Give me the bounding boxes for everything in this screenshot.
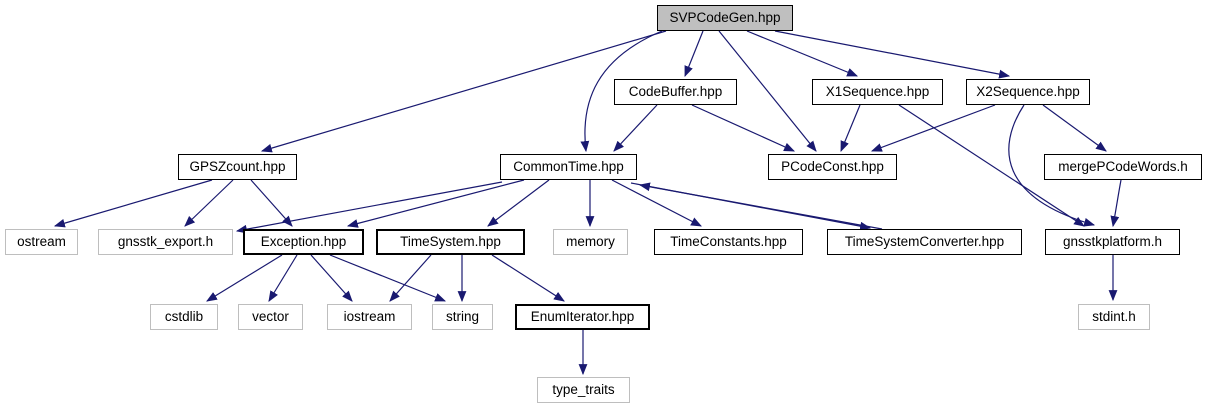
node-gnsstkplatform[interactable]: gnsstkplatform.h — [1045, 229, 1180, 255]
node-gnsstk_export: gnsstk_export.h — [98, 229, 233, 255]
node-ostream: ostream — [5, 229, 78, 255]
edge-svpcodegen-codebuffer — [684, 30, 704, 78]
node-mergepcodewords[interactable]: mergePCodeWords.h — [1044, 154, 1202, 180]
edge-commontime-exception — [346, 179, 525, 228]
node-timeconstants[interactable]: TimeConstants.hpp — [654, 229, 803, 255]
edge-svpcodegen-x2sequence — [774, 30, 1011, 79]
node-x1sequence[interactable]: X1Sequence.hpp — [812, 79, 943, 105]
node-string: string — [432, 304, 493, 330]
node-iostream: iostream — [327, 304, 412, 330]
edge-commontime-gnsstk_export — [235, 181, 503, 234]
edge-commontime-timeconstants — [611, 179, 702, 227]
edge-x2sequence-gnsstkplatform — [1008, 104, 1096, 227]
edge-gpszcount-ostream — [53, 179, 213, 228]
edge-gpszcount-exception — [250, 179, 293, 227]
node-timesystemconverter[interactable]: TimeSystemConverter.hpp — [827, 229, 1022, 255]
node-timesystem[interactable]: TimeSystem.hpp — [376, 229, 525, 255]
edge-timesystem-iostream — [389, 254, 432, 302]
edge-exception-vector — [268, 254, 298, 302]
node-stdint: stdint.h — [1078, 304, 1150, 330]
edge-svpcodegen-gpszcount — [260, 30, 667, 153]
edge-svpcodegen-commontime — [580, 30, 663, 153]
node-codebuffer[interactable]: CodeBuffer.hpp — [614, 79, 737, 105]
edge-x1sequence-pcodeconst — [840, 104, 861, 153]
edge-x1sequence-gnsstkplatform — [898, 104, 1085, 227]
edge-exception-cstdlib — [206, 254, 283, 302]
node-memory: memory — [553, 229, 628, 255]
edge-gpszcount-gnsstk_export — [184, 179, 234, 227]
edge-codebuffer-pcodeconst — [691, 104, 796, 152]
node-cstdlib: cstdlib — [150, 304, 218, 330]
edge-exception-string — [329, 254, 447, 302]
edge-x2sequence-mergepcodewords — [1042, 104, 1107, 152]
node-x2sequence[interactable]: X2Sequence.hpp — [966, 79, 1090, 105]
edge-mergepcodewords-gnsstkplatform — [1110, 179, 1122, 228]
edge-svpcodegen-x1sequence — [746, 30, 859, 77]
node-exception[interactable]: Exception.hpp — [243, 229, 364, 255]
edge-timesystem-enumiterator — [491, 254, 565, 302]
edge-commontime-timesystem — [487, 179, 550, 227]
edge-svpcodegen-pcodeconst — [718, 30, 817, 152]
node-type_traits: type_traits — [537, 377, 630, 403]
edge-timesystemconverter-commontime — [638, 182, 883, 230]
edge-codebuffer-commontime — [613, 104, 658, 152]
node-enumiterator[interactable]: EnumIterator.hpp — [515, 304, 650, 330]
node-pcodeconst[interactable]: PCodeConst.hpp — [768, 154, 897, 180]
edge-x2sequence-pcodeconst — [870, 104, 996, 152]
node-commontime[interactable]: CommonTime.hpp — [500, 154, 637, 180]
edge-exception-iostream — [310, 254, 353, 302]
node-vector: vector — [238, 304, 303, 330]
node-svpcodegen: SVPCodeGen.hpp — [657, 5, 793, 31]
node-gpszcount[interactable]: GPSZcount.hpp — [178, 154, 297, 180]
